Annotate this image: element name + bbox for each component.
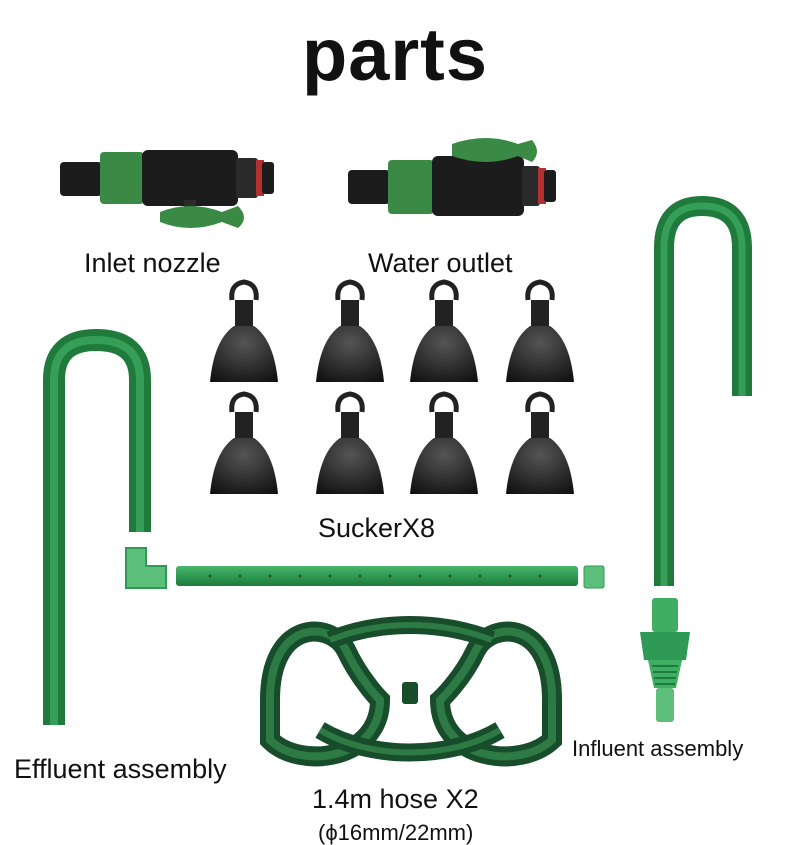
sucker — [410, 391, 478, 494]
influent-strainer — [640, 598, 690, 722]
sucker — [316, 391, 384, 494]
water-outlet-label: Water outlet — [368, 248, 513, 278]
inlet-nozzle-valve — [60, 150, 274, 228]
sucker — [316, 279, 384, 382]
sucker — [506, 391, 574, 494]
sucker — [410, 279, 478, 382]
hose-coils — [260, 616, 562, 767]
hose-label: 1.4m hose X2 — [312, 784, 479, 814]
hose-size-label: (ϕ16mm/22mm) — [318, 820, 474, 845]
effluent-elbow — [125, 547, 167, 589]
effluent-j-tube — [43, 328, 151, 725]
inlet-nozzle-label: Inlet nozzle — [84, 248, 221, 278]
influent-assembly-label: Influent assembly — [572, 736, 744, 761]
sucker — [210, 391, 278, 494]
sucker — [506, 279, 574, 382]
influent-j-tube — [654, 195, 752, 586]
water-outlet-valve — [348, 138, 556, 216]
sucker — [210, 279, 278, 382]
sucker-label: SuckerX8 — [318, 513, 436, 543]
suckers-group — [210, 279, 574, 494]
effluent-assembly-label: Effluent assembly — [14, 754, 227, 784]
page-title: parts — [302, 13, 488, 96]
effluent-spray-bar — [176, 565, 605, 589]
